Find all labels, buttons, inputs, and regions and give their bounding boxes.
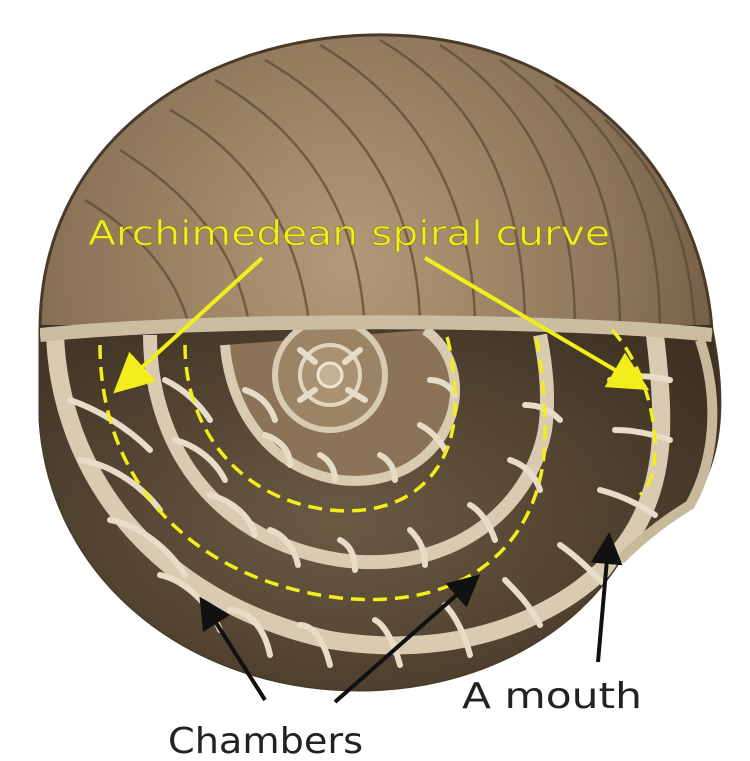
spiral-curve-middle — [98, 329, 547, 602]
shell-body — [38, 33, 722, 692]
dome-ridges — [84, 38, 697, 331]
mouth-arrow — [590, 532, 623, 663]
chambers-arrow-left — [199, 596, 267, 702]
spiral-pointer-arrows — [113, 256, 650, 394]
spiral-label: Archimedean spiral curve — [88, 214, 610, 254]
spiral-arrow-left — [113, 256, 264, 394]
spiral-arrow-right — [423, 256, 650, 391]
annotation-arrows — [199, 532, 623, 704]
chambers-label: Chambers — [168, 721, 363, 761]
spiral-curve-inner — [183, 329, 457, 513]
chamber-septa — [67, 347, 673, 668]
chambers-arrow-right — [333, 574, 481, 704]
mouth-label: A mouth — [462, 676, 642, 717]
shell-mouth-lip — [616, 338, 718, 564]
